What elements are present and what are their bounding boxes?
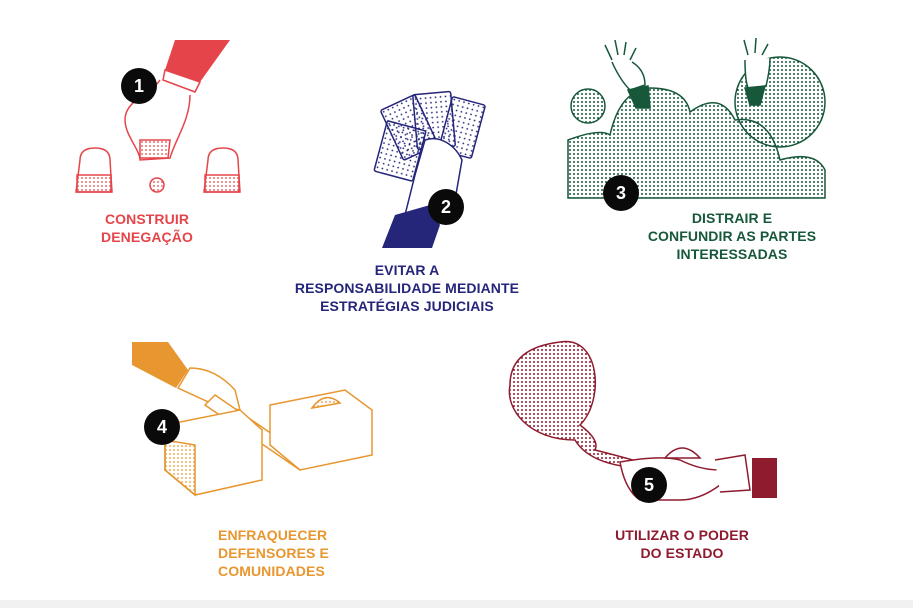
hands-clouds-icon bbox=[567, 37, 826, 199]
step-3-badge: 3 bbox=[603, 175, 639, 211]
label-line: RESPONSABILIDADE MEDIANTE bbox=[294, 280, 520, 296]
step-1-badge: 1 bbox=[121, 68, 157, 104]
step-4-label: ENFRAQUECER DEFENSORES E COMUNIDADES bbox=[218, 526, 329, 580]
step-2-label: EVITAR A RESPONSABILIDADE MEDIANTE ESTRA… bbox=[277, 261, 537, 315]
label-line: DEFENSORES E bbox=[218, 545, 329, 561]
label-line: DO ESTADO bbox=[640, 545, 724, 561]
step-4-badge: 4 bbox=[144, 409, 180, 445]
label-line: ENFRAQUECER bbox=[218, 527, 328, 543]
label-line: UTILIZAR O PODER bbox=[615, 527, 749, 543]
label-line: ESTRATÉGIAS JUDICIAIS bbox=[320, 298, 494, 314]
hand-cards-icon bbox=[373, 90, 486, 248]
hand-saw-blocks-icon bbox=[132, 342, 373, 497]
bottom-band bbox=[0, 600, 913, 608]
step-1-label: CONSTRUIR DENEGAÇÃO bbox=[67, 210, 227, 246]
step-3-label: DISTRAIR E CONFUNDIR AS PARTES INTERESSA… bbox=[632, 209, 832, 263]
label-line: DISTRAIR E bbox=[691, 210, 773, 226]
step-5-badge: 5 bbox=[631, 467, 667, 503]
label-line: CONSTRUIR bbox=[104, 211, 190, 227]
label-line: INTERESSADAS bbox=[676, 246, 788, 262]
hand-cups-ball-icon bbox=[75, 40, 241, 193]
label-line: COMUNIDADES bbox=[218, 563, 325, 579]
label-line: DENEGAÇÃO bbox=[101, 229, 193, 245]
step-2-badge: 2 bbox=[428, 189, 464, 225]
step-5-label: UTILIZAR O PODER DO ESTADO bbox=[592, 526, 772, 562]
label-line: EVITAR A bbox=[374, 262, 440, 278]
label-line: CONFUNDIR AS PARTES bbox=[647, 228, 817, 244]
